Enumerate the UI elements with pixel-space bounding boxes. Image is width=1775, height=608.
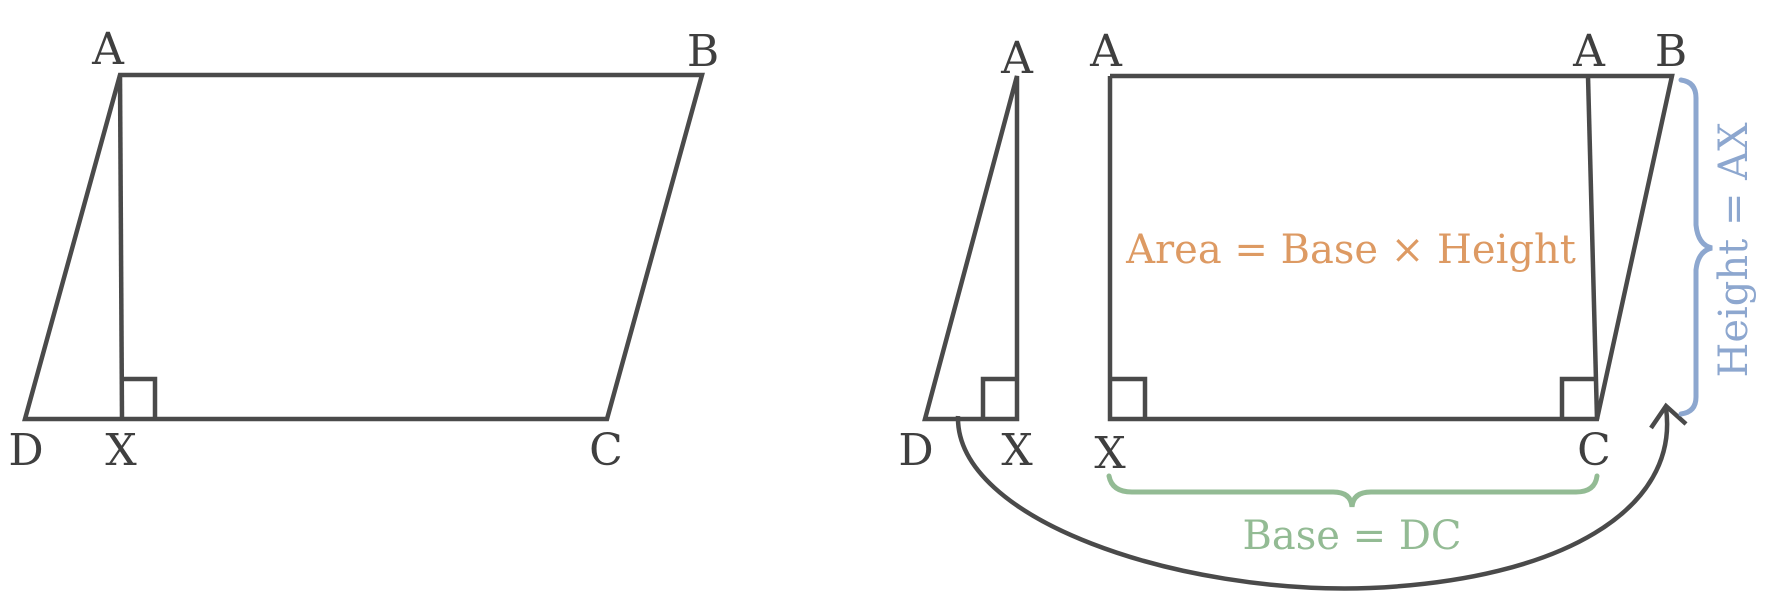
rect-right-angle-marker-left [1110,376,1148,419]
rect-point-label-c: C [1577,425,1611,476]
base-brace [1106,473,1600,508]
base-label: Base = DC [1242,513,1461,559]
move-arrow-head [1649,402,1688,430]
triangle-point-label-x: X [1001,425,1033,476]
point-label-d: D [8,425,43,476]
rect-point-label-x: X [1094,428,1126,479]
height-brace [1678,77,1713,417]
rect-point-label-b: B [1655,26,1687,77]
left-figure: A B C D X [8,24,719,476]
point-label-a: A [91,24,125,75]
move-arrow [955,407,1670,591]
triangle-point-label-d: D [898,425,933,476]
rect-right-angle-marker-right [1559,376,1597,419]
height-label: Height = AX [1711,122,1757,378]
triangle-adx [922,75,1020,422]
triangle-right-angle-marker [980,376,1017,419]
point-label-x: X [105,425,137,476]
rect-point-label-a-left: A [1089,26,1123,77]
area-formula: Area = Base × Height [1125,227,1576,273]
point-label-b: B [687,26,719,77]
right-figure: A D X A A B X C Area = Base × Height Bas… [898,26,1757,591]
parallelogram-abcd [22,72,705,422]
rect-point-label-a-right: A [1572,26,1606,77]
height-line-ac [1585,75,1600,420]
triangle-point-label-a: A [1000,33,1034,84]
right-angle-marker [122,376,158,419]
point-label-c: C [589,425,623,476]
height-line-ax [117,74,125,420]
